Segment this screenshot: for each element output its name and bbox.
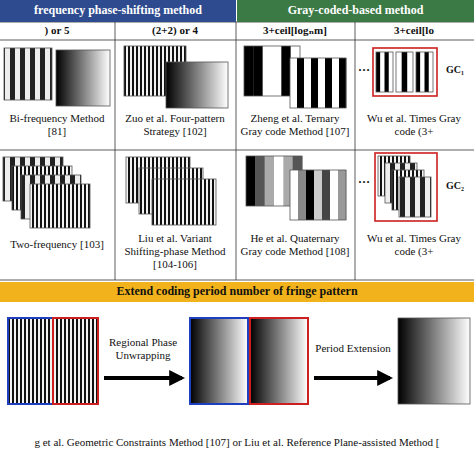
pattern-frame: [416, 52, 433, 92]
band-title: frequency phase-shifting method: [30, 4, 206, 18]
region-outline: [53, 318, 98, 404]
code-bar: [420, 52, 425, 92]
code-bar: [246, 156, 256, 206]
pattern-frame: [399, 177, 431, 217]
pattern-frame: [30, 184, 90, 228]
phase-image: [250, 318, 308, 404]
pattern-frame: [56, 50, 110, 106]
extended-phase-image: [398, 318, 470, 404]
code-bar: [263, 46, 273, 96]
fringe-image: [8, 318, 98, 404]
method-caption: Wu et al. Times Gray code (3+: [358, 112, 470, 138]
code-bar: [281, 46, 291, 96]
method-caption: Two-frequency [103]: [3, 238, 111, 251]
column-header: (2+2) or 4: [117, 24, 233, 37]
method-caption: g et al. Geometric Constraints Method [1…: [3, 436, 471, 449]
code-bar: [416, 52, 421, 92]
code-bar: [425, 52, 430, 92]
code-bar: [298, 170, 306, 220]
code-label: GC₁: [440, 64, 470, 76]
grid-line: [0, 280, 474, 281]
pattern-frame: [166, 62, 228, 108]
code-bar: [385, 52, 390, 92]
method-caption: He et al. Quaternary Gray code Method [1…: [239, 232, 351, 258]
code-bar: [304, 58, 311, 108]
method-caption: Wu et al. Times Gray code (3+: [358, 232, 470, 258]
highlight-box: [373, 48, 437, 96]
code-bar: [338, 170, 346, 220]
code-bar: [306, 170, 314, 220]
method-caption: Liu et al. Variant Shifting-phase Method…: [119, 232, 231, 272]
illustration: [0, 22, 474, 404]
method-caption: Zheng et al. Ternary Gray code Method [1…: [239, 112, 351, 138]
code-bar: [290, 170, 298, 220]
grid-line: [355, 22, 356, 280]
code-bar: [325, 58, 332, 108]
code-bar: [244, 46, 254, 96]
code-bar: [407, 52, 413, 92]
code-bar: [396, 52, 402, 92]
method-caption: Zuo et al. Four-pattern Strategy [102]: [119, 112, 231, 138]
step-label: Period Extension: [313, 342, 393, 355]
grid-line: [0, 40, 474, 41]
grid-line: [0, 150, 474, 151]
pattern-frame: [152, 179, 216, 225]
code-bar: [402, 52, 408, 92]
code-bar: [380, 52, 385, 92]
header-band: Gray-coded-based method: [237, 0, 474, 22]
pattern-frame: [396, 52, 413, 92]
process-arrow: [104, 376, 182, 380]
grid-line: [115, 22, 116, 280]
code-label: GC₂: [440, 180, 470, 192]
band-title: Gray-coded-based method: [284, 4, 428, 18]
code-bar: [265, 156, 275, 206]
code-bar: [314, 170, 322, 220]
grid-line: [236, 22, 237, 280]
highlight-box: [375, 153, 437, 221]
header-row: [0, 22, 474, 40]
code-bar: [253, 46, 263, 96]
code-bar: [330, 170, 338, 220]
column-header: 3+ceil[logₙm]: [237, 24, 353, 37]
code-bar: [272, 46, 282, 96]
code-bar: [274, 156, 284, 206]
header-band: Extend coding period number of fringe pa…: [0, 282, 474, 302]
method-caption: Bi-frequency Method [81]: [3, 112, 111, 138]
pattern-frame: [4, 48, 52, 100]
code-bar: [318, 58, 325, 108]
step-label: Regional Phase Unwrapping: [101, 336, 185, 362]
phase-image: [190, 318, 248, 404]
code-bar: [376, 52, 381, 92]
code-bar: [339, 58, 346, 108]
code-bar: [332, 58, 339, 108]
code-bar: [322, 170, 330, 220]
ellipsis: …: [357, 60, 371, 74]
ellipsis: …: [357, 172, 371, 186]
header-band: frequency phase-shifting method: [0, 0, 236, 22]
process-arrow: [314, 376, 390, 380]
code-bar: [311, 58, 318, 108]
code-bar: [290, 58, 297, 108]
code-bar: [297, 58, 304, 108]
pattern-frame: [290, 170, 346, 220]
column-header: 3+ceil[lo: [356, 24, 472, 37]
pattern-frame: [290, 58, 346, 108]
code-bar: [255, 156, 265, 206]
region-outline: [8, 318, 53, 404]
pattern-frame: [376, 52, 393, 92]
band-title: Extend coding period number of fringe pa…: [112, 285, 361, 299]
column-header: ) or 5: [2, 24, 112, 37]
